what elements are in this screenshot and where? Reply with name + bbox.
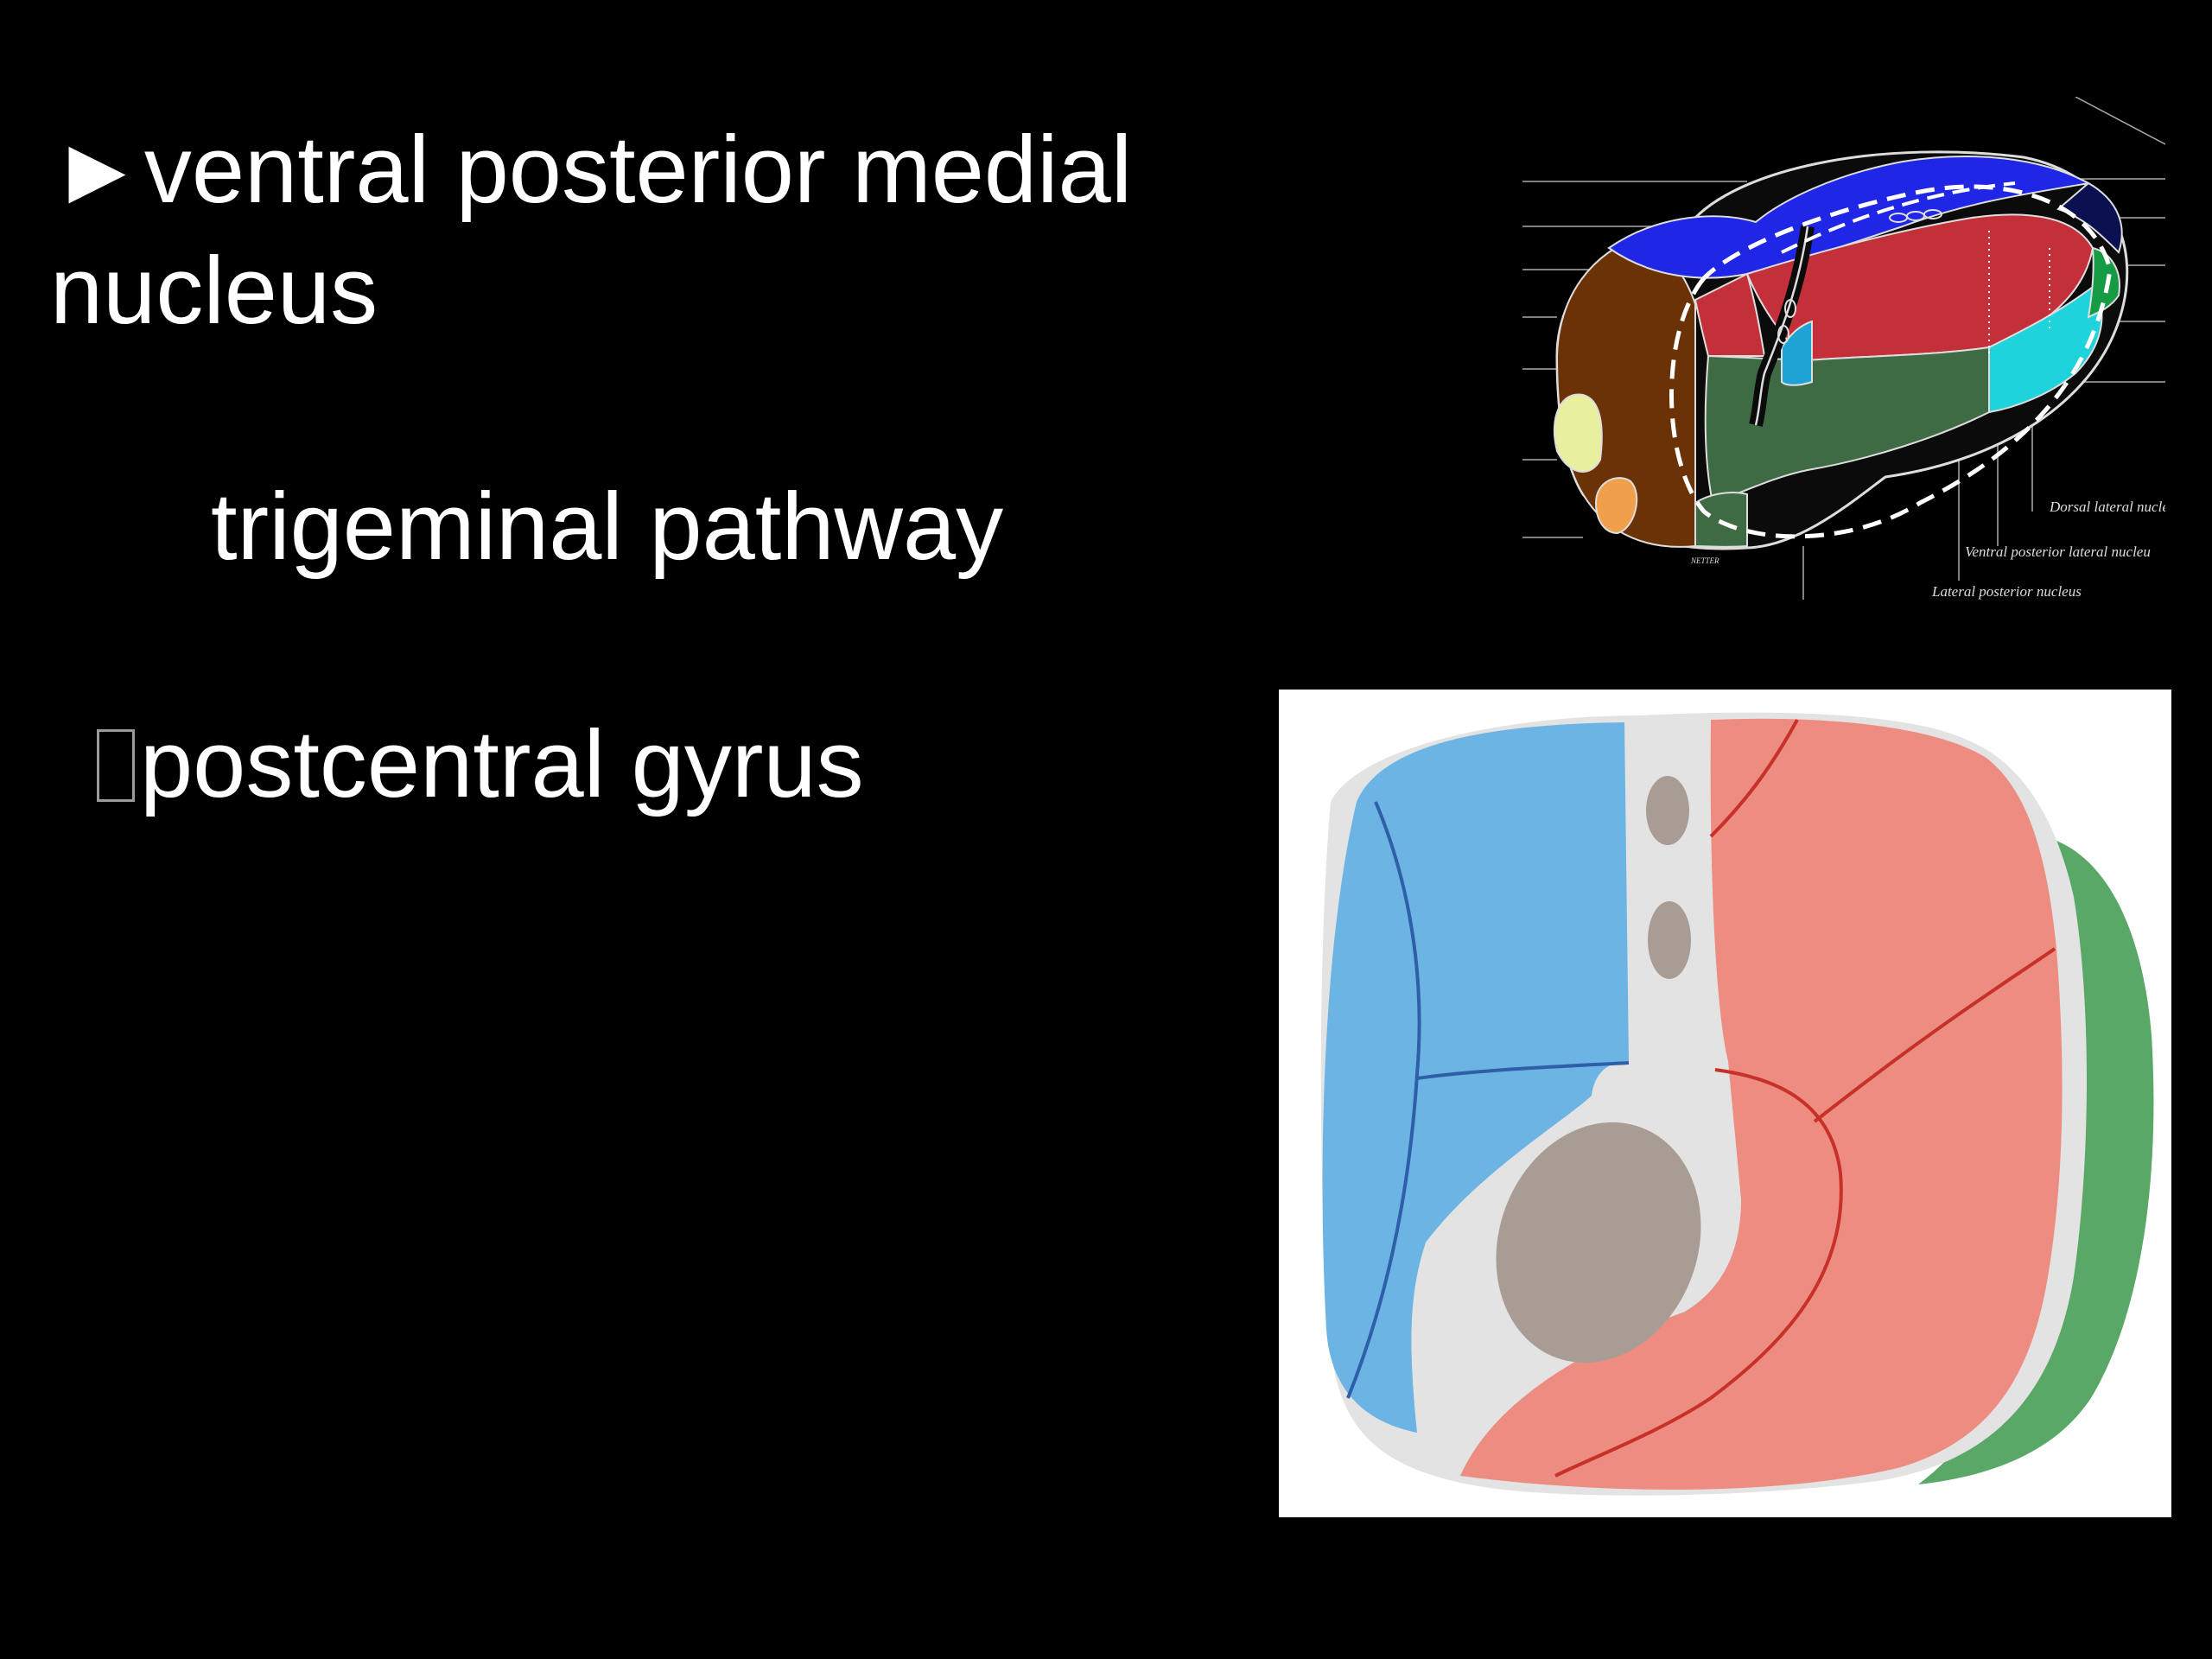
green-lower-region xyxy=(1694,492,1748,548)
label-lateral-posterior: Lateral posterior nucleus xyxy=(1931,583,2082,600)
red-medial-region xyxy=(1694,272,1766,357)
sub-point-cortex: postcentral gyrus xyxy=(97,717,864,812)
blue-divider-lines xyxy=(1346,801,1630,1399)
dotted-lines xyxy=(1988,231,2050,356)
green-band xyxy=(1918,841,2154,1484)
medullary-lamina-edge xyxy=(1754,226,1809,426)
thalamus-nuclei-illustration: Dorsal lateral nucleus Ventral posterior… xyxy=(1522,96,2182,600)
cross-section-illustration xyxy=(1279,690,2171,1517)
bullet-heading-line2: nucleus xyxy=(50,238,378,344)
missing-glyph-box xyxy=(97,729,135,802)
yellow-region xyxy=(1553,393,1603,473)
cyan-region xyxy=(1988,285,2103,414)
salmon-region xyxy=(1460,718,2063,1491)
red-divider-lines xyxy=(1554,719,2056,1478)
lamina-ovals xyxy=(1777,209,1942,344)
thalamus-svg: Dorsal lateral nucleus Ventral posterior… xyxy=(1522,96,2182,600)
bullet-heading-line1: ►ventral posterior medial xyxy=(50,117,1133,223)
sub-point-pathway: trigeminal pathway xyxy=(211,474,1004,580)
cross-section-svg xyxy=(1279,690,2171,1517)
grey-oval-top xyxy=(1646,776,1689,845)
dashed-top xyxy=(1781,181,2016,254)
label-vpl: Ventral posterior lateral nucleu xyxy=(1965,543,2151,560)
blue-region xyxy=(1322,722,1629,1433)
sub-point-cortex-text: postcentral gyrus xyxy=(140,711,864,817)
cyan-strip xyxy=(1781,320,1813,386)
green-ventral-region xyxy=(1704,346,1990,505)
orange-region xyxy=(1594,477,1638,535)
dashed-outline xyxy=(1669,184,2113,539)
label-dorsal-lateral: Dorsal lateral nucleus xyxy=(2049,499,2165,515)
grey-oval-large xyxy=(1496,1122,1701,1363)
illustrator-signature: NETTER xyxy=(1690,556,1719,565)
grey-oval-middle xyxy=(1648,901,1691,979)
